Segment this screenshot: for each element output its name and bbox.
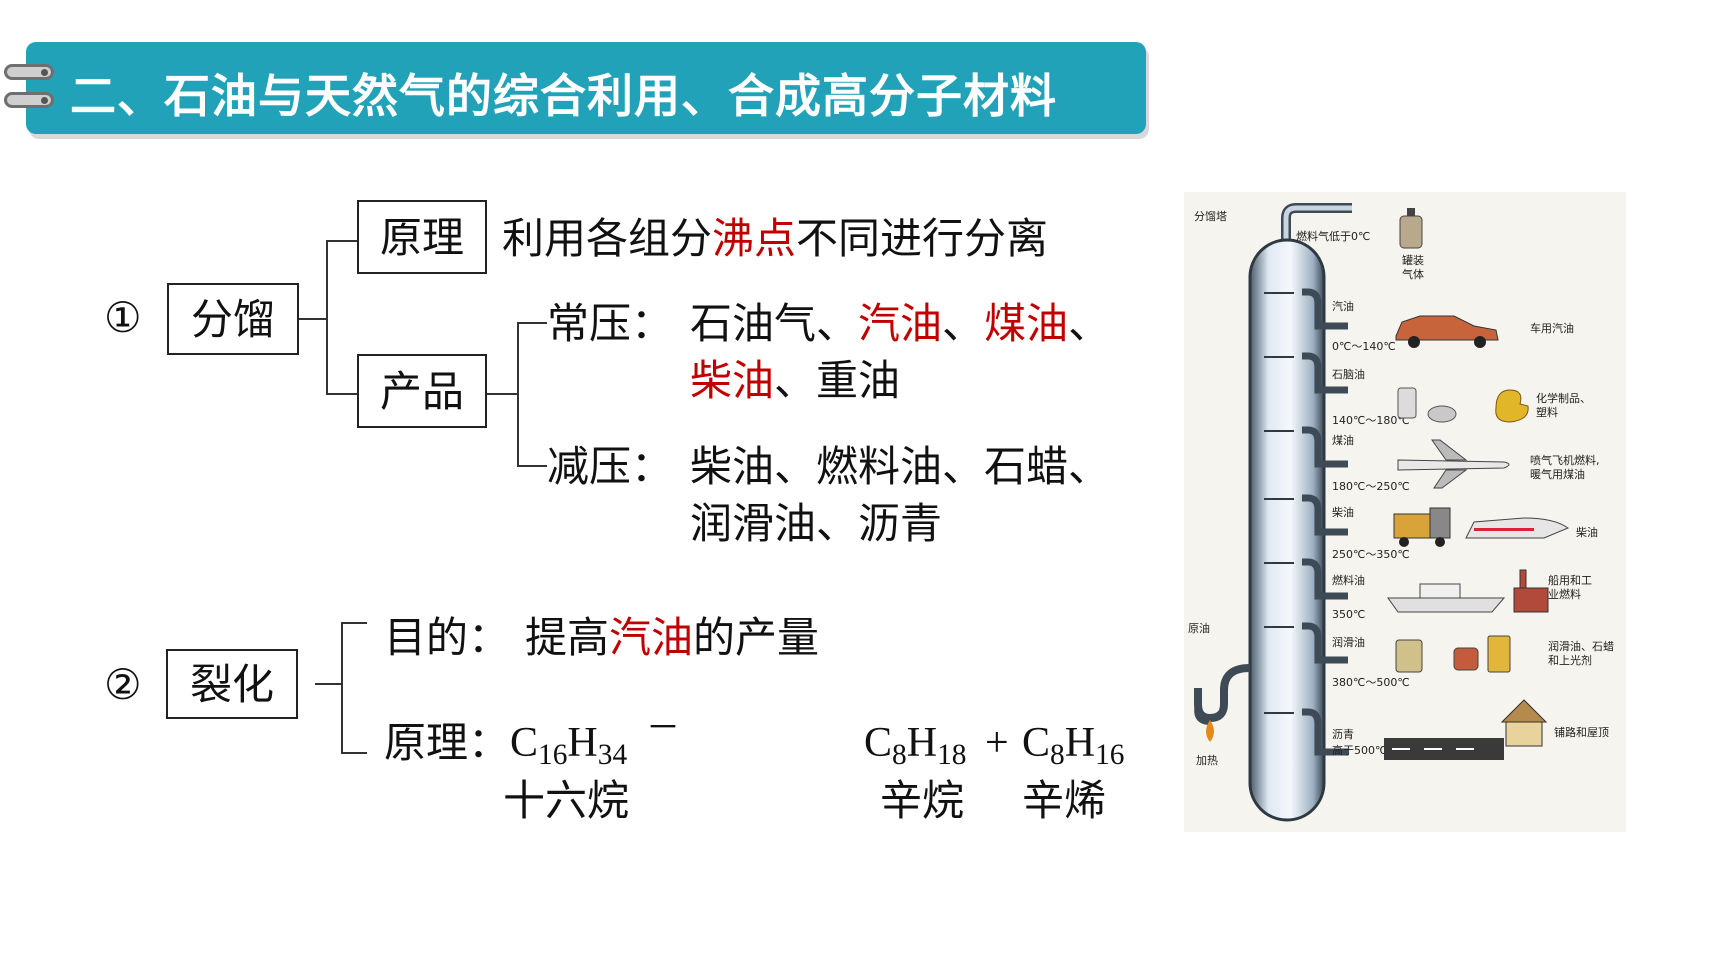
- connector-line: [315, 683, 341, 685]
- fraction-name-1: 石脑油: [1332, 367, 1365, 381]
- svg-text:高于500℃: 高于500℃: [1332, 743, 1387, 757]
- svg-text:250℃～350℃: 250℃～350℃: [1332, 548, 1410, 561]
- cracking-label-box: 裂化: [166, 649, 298, 719]
- svg-text:380℃～500℃: 380℃～500℃: [1332, 676, 1410, 689]
- gas-tank-icon: [1399, 208, 1423, 249]
- atm-products-line1: 石油气、汽油、煤油、: [690, 299, 1111, 348]
- tower-body: [1248, 238, 1326, 822]
- atm-label: 常压：: [547, 299, 674, 348]
- fraction-name-3: 柴油: [1332, 505, 1354, 519]
- use-3: 柴油: [1576, 525, 1598, 539]
- principle-label: 原理: [379, 213, 464, 262]
- bracket-line: [341, 622, 343, 754]
- product-label: 产品: [379, 367, 464, 416]
- svg-text:0℃～140℃: 0℃～140℃: [1332, 340, 1396, 353]
- binder-ring-icon: [4, 64, 54, 80]
- vac-products-line1: 柴油、燃料油、石蜡、: [690, 442, 1111, 491]
- bracket-line: [517, 322, 519, 467]
- svg-text:业燃料: 业燃料: [1548, 587, 1581, 601]
- bracket-line: [517, 465, 547, 467]
- principle-label-box: 原理: [357, 200, 487, 274]
- fraction-name-4: 燃料油: [1332, 573, 1365, 587]
- use-4: 船用和工: [1548, 573, 1592, 587]
- reactant-name: 十六烷: [503, 776, 630, 825]
- title-banner: 二、石油与天然气的综合利用、合成高分子材料: [26, 42, 1146, 134]
- bracket-line: [517, 322, 547, 324]
- purpose-text: 提高汽油的产量: [525, 613, 820, 662]
- bracket-line: [326, 393, 358, 395]
- distillation-tower-diagram: 分馏塔 燃料气低于0℃ 罐装 气体 汽油 0℃～140℃ 石脑油 140℃～18…: [1184, 192, 1626, 832]
- car-icon: [1395, 315, 1499, 348]
- principle-text: 利用各组分沸点不同进行分离: [502, 214, 1049, 263]
- svg-text:气体: 气体: [1402, 267, 1424, 281]
- flame-icon: [1206, 720, 1214, 742]
- road-icon: [1384, 738, 1504, 760]
- truck-icon: [1393, 507, 1451, 547]
- feed-label: 原油: [1188, 621, 1210, 635]
- product2-name: 辛烯: [1022, 776, 1107, 825]
- product-label-box: 产品: [357, 354, 487, 428]
- svg-text:180℃～250℃: 180℃～250℃: [1332, 480, 1410, 493]
- purpose-label: 目的：: [384, 613, 511, 662]
- connector-line: [487, 393, 517, 395]
- train-icon: [1465, 517, 1570, 539]
- cracking-principle-label: 原理：: [384, 718, 511, 767]
- cracking-label: 裂化: [189, 660, 274, 709]
- atm-products-line2: 柴油、重油: [690, 356, 901, 405]
- fraction-name-2: 煤油: [1332, 433, 1354, 447]
- heat-label: 加热: [1196, 754, 1218, 767]
- chemical-products-icon: [1397, 387, 1529, 423]
- use-5: 润滑油、石蜡: [1548, 639, 1614, 653]
- product1-formula: C8H18: [864, 720, 967, 772]
- lubricant-icon: [1395, 635, 1511, 673]
- bottom-use: 铺路和屋顶: [1554, 726, 1609, 739]
- reaction-arrow: －: [646, 710, 680, 747]
- binder-ring-icon: [4, 92, 54, 108]
- bracket-line: [326, 240, 328, 395]
- bracket-line: [341, 752, 367, 754]
- fractional-label: 分馏: [190, 295, 275, 344]
- product2-formula: C8H16: [1022, 720, 1125, 772]
- fraction-name-0: 汽油: [1332, 299, 1354, 313]
- marker-2: ②: [104, 660, 142, 709]
- airplane-icon: [1397, 439, 1510, 489]
- use-0: 车用汽油: [1530, 321, 1574, 335]
- bracket-line: [326, 240, 358, 242]
- use-2: 喷气飞机燃料,: [1530, 453, 1600, 467]
- top-product: 罐装: [1402, 254, 1424, 267]
- use-1: 化学制品、: [1536, 391, 1591, 405]
- svg-text:350℃: 350℃: [1332, 608, 1365, 621]
- connector-line: [299, 318, 326, 320]
- ship-icon: [1387, 583, 1506, 613]
- svg-text:和上光剂: 和上光剂: [1548, 653, 1592, 667]
- product1-name: 辛烷: [880, 776, 965, 825]
- page-title: 二、石油与天然气的综合利用、合成高分子材料: [70, 69, 1057, 123]
- top-label: 燃料气低于0℃: [1296, 229, 1370, 243]
- svg-text:140℃～180℃: 140℃～180℃: [1332, 414, 1410, 427]
- factory-icon: [1513, 569, 1549, 613]
- vac-products-line2: 润滑油、沥青: [690, 499, 943, 548]
- bottom-name: 沥青: [1332, 728, 1354, 741]
- fractional-label-box: 分馏: [167, 283, 299, 355]
- bracket-line: [341, 622, 367, 624]
- tower-label: 分馏塔: [1194, 209, 1227, 223]
- reactant-formula: C16H34: [510, 720, 628, 772]
- svg-text:暖气用煤油: 暖气用煤油: [1530, 467, 1585, 481]
- svg-text:塑料: 塑料: [1536, 405, 1558, 419]
- marker-1: ①: [104, 293, 142, 342]
- fraction-name-5: 润滑油: [1332, 635, 1365, 649]
- vac-label: 减压：: [547, 442, 674, 491]
- plus-sign: +: [985, 720, 1009, 766]
- house-icon: [1500, 699, 1548, 747]
